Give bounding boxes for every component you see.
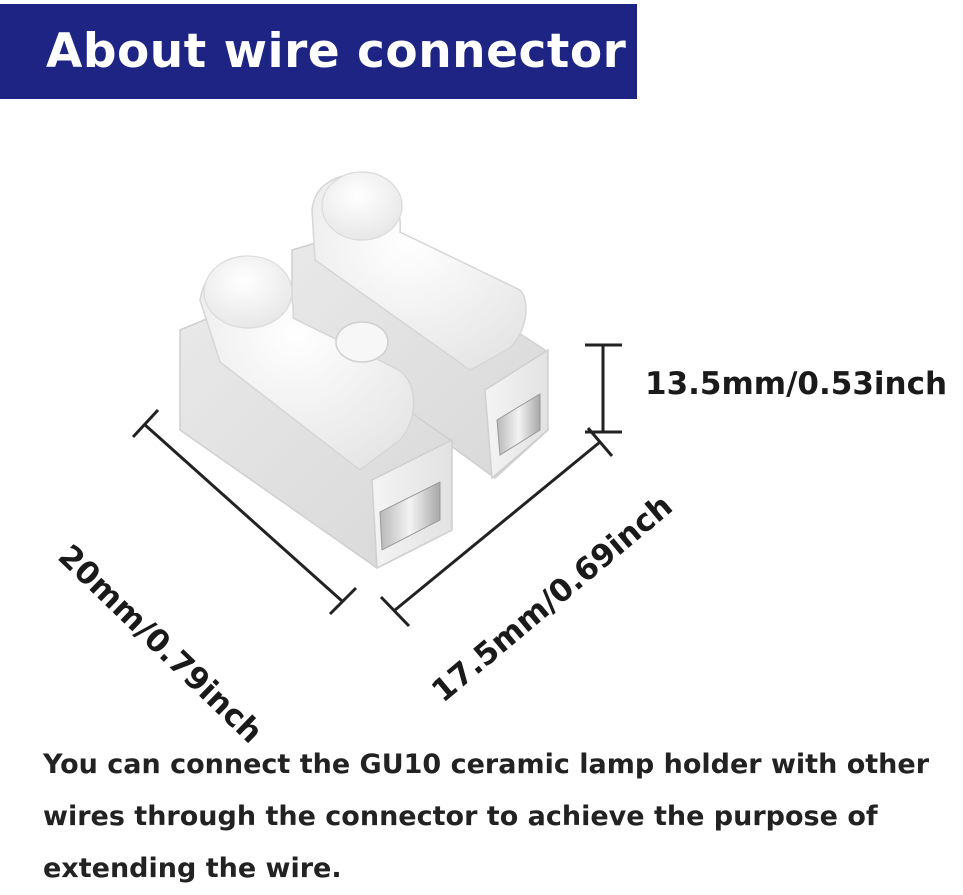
- length-dimension-line: [131, 408, 358, 616]
- height-dimension-label: 13.5mm/0.53inch: [645, 366, 948, 402]
- description-text: You can connect the GU10 ceramic lamp ho…: [43, 749, 930, 884]
- screw-hole: [335, 321, 389, 363]
- front-connector-module: [179, 255, 453, 570]
- height-dimension-line: [585, 343, 622, 434]
- back-connector-module: [291, 171, 549, 480]
- width-dimension-line: [379, 427, 614, 628]
- page-title: About wire connector: [46, 24, 627, 79]
- title-banner: About wire connector: [0, 4, 637, 99]
